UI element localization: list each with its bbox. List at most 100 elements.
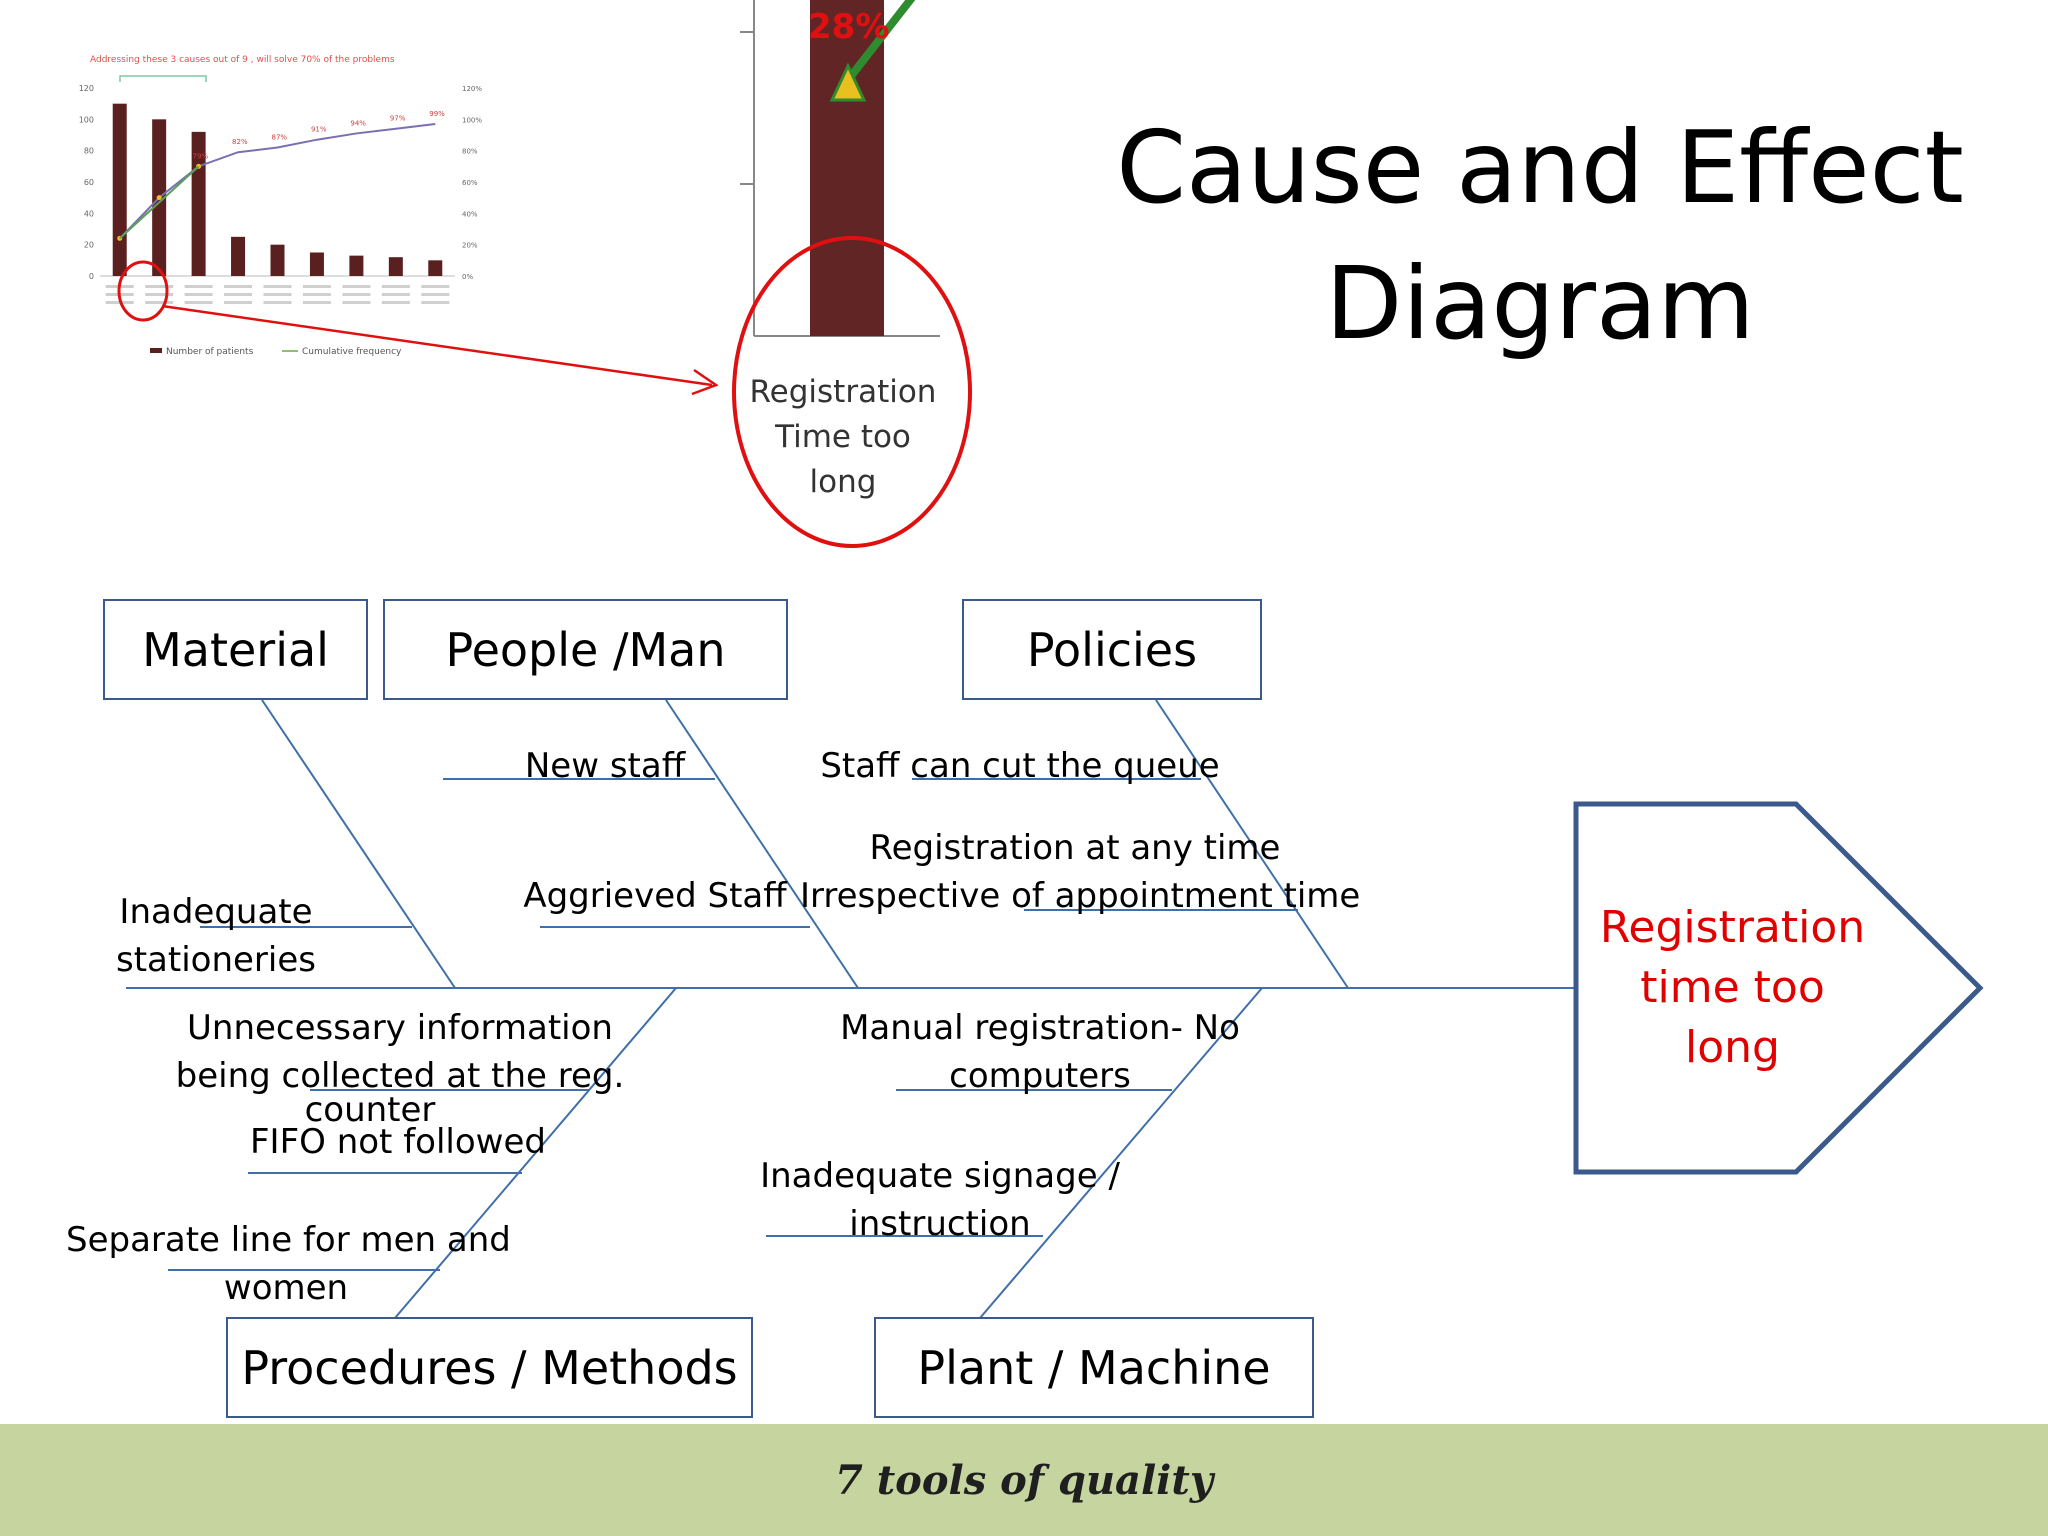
pareto-thumbnail: Addressing these 3 causes out of 9 , wil… (79, 55, 483, 357)
pareto-x-label-placeholder (381, 285, 410, 288)
cause-text-line: Manual registration- No (840, 1008, 1240, 1048)
effect-line-1: Registration (1599, 902, 1866, 953)
connector-arrow-line (161, 304, 713, 387)
cause-text-line: Irrespective of appointment time (800, 876, 1361, 916)
cause-aggrieved-staff: Aggrieved Staff (523, 876, 787, 916)
cause-fifo: FIFO not followed (250, 1122, 546, 1162)
thumbnail-highlight-circle (117, 260, 169, 322)
pareto-y-tick: 60 (84, 178, 94, 187)
pareto-x-label-placeholder (421, 293, 450, 296)
fishbone-diagram (126, 699, 1984, 1319)
pareto-annotation: Addressing these 3 causes out of 9 , wil… (90, 55, 395, 65)
pareto-x-label-placeholder (342, 301, 371, 304)
effect-label: Registration time too long (1585, 898, 1880, 1078)
zoom-cumulative-line (844, 0, 916, 83)
cause-separate-line: Separate line for men and women (66, 1216, 511, 1312)
cause-manual-registration: Manual registration- No computers (810, 1004, 1270, 1100)
effect-line-3: long (1685, 1022, 1780, 1073)
cause-signage: Inadequate signage / instruction (730, 1152, 1150, 1248)
pareto-cumulative-polyline (119, 123, 436, 240)
pareto-x-label-placeholder (302, 293, 331, 296)
pareto-y-tick: 120 (79, 84, 94, 93)
pareto-y-tick: 80 (84, 147, 94, 156)
pareto-y2-tick: 80% (462, 148, 478, 156)
pareto-pct-label: 82% (232, 138, 248, 146)
cause-new-staff: New staff (524, 746, 686, 786)
zoom-label-line2: Time too (774, 419, 911, 455)
pareto-y-tick: 20 (84, 241, 94, 250)
cause-text-line: being collected at the reg. (175, 1056, 625, 1096)
pareto-x-label-placeholder (381, 301, 410, 304)
category-procedures: Procedures / Methods (226, 1317, 753, 1418)
pareto-bracket (119, 75, 207, 82)
pareto-y2-tick: 60% (462, 179, 478, 187)
pareto-x-label-placeholder (184, 301, 213, 304)
pareto-pct-label: 91% (311, 126, 327, 134)
cause-unnecessary-info: Unnecessary information being collected … (170, 1004, 630, 1134)
zoom-percent-label: 28% (808, 7, 889, 47)
pareto-y2-tick: 100% (462, 116, 482, 124)
legend-bars-label: Number of patients (166, 347, 254, 357)
pareto-bar (309, 252, 324, 276)
pareto-x-label-placeholder (381, 293, 410, 296)
pareto-bar (270, 244, 285, 276)
cause-text-line: stationeries (116, 940, 316, 980)
bone-people (665, 699, 859, 989)
pareto-y-tick: 40 (84, 209, 94, 218)
zoom-label-line1: Registration (750, 374, 937, 410)
pareto-y2-tick: 120% (462, 85, 482, 93)
cause-text-line: computers (949, 1056, 1131, 1096)
pareto-y-tick: 0 (89, 272, 94, 281)
cause-text-line: Inadequate (119, 892, 313, 932)
effect-head-shape (1573, 801, 1984, 1175)
pareto-x-label-placeholder (145, 301, 174, 304)
legend-line-label: Cumulative frequency (302, 347, 402, 357)
category-material: Material (103, 599, 368, 700)
pareto-x-label-placeholder (342, 285, 371, 288)
pareto-x-label-placeholder (302, 301, 331, 304)
cause-text-line: Inadequate signage / (760, 1156, 1120, 1196)
cause-text-line: Separate line for men and (66, 1220, 511, 1260)
pareto-cumulative-marker (156, 195, 162, 201)
cause-text-line: instruction (849, 1204, 1031, 1244)
zoom-connector (117, 260, 719, 396)
bone-plant (979, 987, 1263, 1319)
slide-title: Cause and Effect Diagram (1060, 100, 2020, 372)
category-policies: Policies (962, 599, 1262, 700)
pareto-bar (231, 236, 246, 276)
category-plant: Plant / Machine (874, 1317, 1314, 1418)
pareto-x-label-placeholder (421, 285, 450, 288)
pareto-bar (428, 260, 443, 276)
pareto-x-label-placeholder (224, 293, 253, 296)
bone-procedures (394, 987, 677, 1319)
cause-staff-cut-queue: Staff can cut the queue (820, 746, 1220, 786)
pareto-y-tick: 100 (79, 115, 94, 124)
pareto-cumulative-line: 79%82%87%91%94%97%99% (117, 110, 445, 241)
pareto-pct-label: 99% (429, 110, 445, 118)
pareto-bar (112, 103, 127, 276)
cause-text-line: counter (304, 1090, 436, 1130)
pareto-x-label-placeholder (263, 301, 292, 304)
pareto-x-label-placeholder (145, 293, 174, 296)
title-line-2: Diagram (1325, 245, 1755, 362)
title-line-1: Cause and Effect (1116, 109, 1964, 226)
cause-registration-any-time: Registration at any time Irrespective of… (800, 824, 1361, 920)
cause-inadequate-stationeries: Inadequate stationeries (96, 888, 336, 984)
pareto-y-axis: 120 100 80 60 40 20 0 (79, 84, 94, 281)
pareto-bar (388, 257, 403, 276)
pareto-pct-label: 97% (390, 115, 406, 123)
pareto-x-label-placeholder (145, 285, 174, 288)
footer-text: 7 tools of quality (834, 1456, 1214, 1504)
pareto-secondary-axis: 120%100%80%60%40%20%0% (462, 85, 482, 281)
category-people: People /Man (383, 599, 788, 700)
pareto-x-label-placeholder (184, 293, 213, 296)
cause-text-line: Registration at any time (869, 828, 1281, 868)
pareto-bars (112, 103, 443, 276)
zoom-triangle-marker (829, 62, 867, 102)
pareto-y2-tick: 40% (462, 210, 478, 218)
footer-band: 7 tools of quality (0, 1424, 2048, 1536)
zoom-highlight-circle (732, 236, 972, 548)
zoom-label-line3: long (810, 464, 877, 500)
pareto-x-label-placeholder (184, 285, 213, 288)
legend-bar-swatch (150, 348, 162, 353)
